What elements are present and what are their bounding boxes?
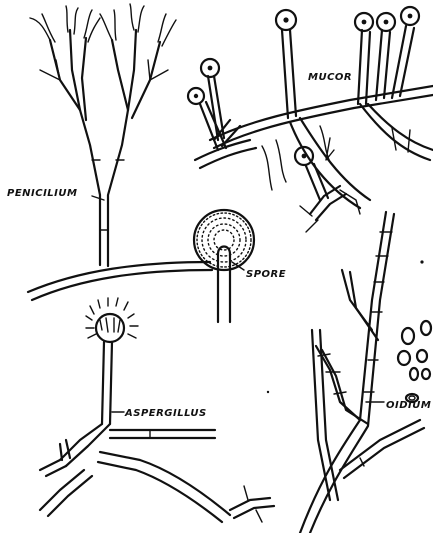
mucor-label: MUCOR (308, 72, 352, 83)
oidium-label: OIDIUM (386, 400, 431, 411)
oidium-drawing (267, 212, 431, 533)
aspergillus-label: ASPERGILLUS (124, 408, 207, 419)
spore-drawing (194, 210, 254, 322)
mucor-drawing (188, 7, 433, 232)
penicilium-label: PENICILIUM (7, 188, 77, 199)
spore-label: SPORE (246, 269, 286, 280)
penicilium-drawing (28, 4, 212, 300)
